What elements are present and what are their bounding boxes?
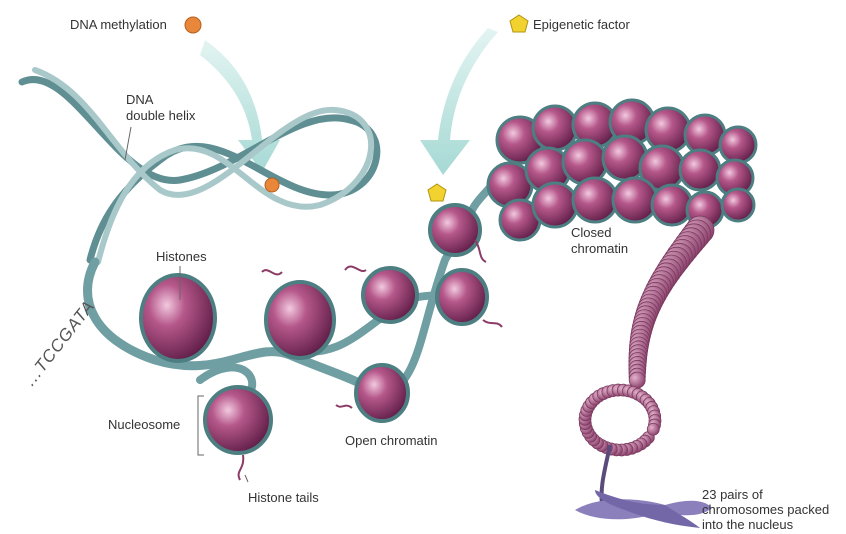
methyl-marker-on-dna: [265, 178, 279, 192]
closed-nucleosome: [720, 127, 756, 163]
label-nucleosome: Nucleosome: [108, 417, 180, 433]
methyl-marker: [185, 17, 201, 33]
open-nucleosomes: [141, 205, 487, 453]
label-dna-double-helix-2: double helix: [126, 108, 195, 124]
label-chromosomes-3: into the nucleus: [702, 517, 793, 533]
label-histones: Histones: [156, 249, 207, 265]
closed-nucleosome: [533, 106, 577, 150]
coil-segment: [647, 423, 659, 435]
epigenetic-marker-on-chromatin: [428, 184, 446, 201]
closed-nucleosome: [533, 183, 577, 227]
label-dna-methylation: DNA methylation: [70, 17, 167, 33]
epigenetic-arrow: [420, 28, 498, 175]
label-chromosomes-1: 23 pairs of: [702, 487, 763, 503]
closed-nucleosome: [722, 189, 754, 221]
label-histone-tails: Histone tails: [248, 490, 319, 506]
label-chromosomes-2: chromosomes packed: [702, 502, 829, 518]
closed-nucleosome: [573, 178, 617, 222]
epigenetic-marker: [510, 15, 528, 32]
closed-chromatin-cluster: [488, 100, 756, 240]
chromatin-fibre-coil: [579, 216, 714, 505]
label-open-chromatin: Open chromatin: [345, 433, 438, 449]
label-epigenetic-factor: Epigenetic factor: [533, 17, 630, 33]
closed-nucleosome: [613, 178, 657, 222]
label-dna-double-helix-1: DNA: [126, 92, 153, 108]
dna-double-helix: [22, 70, 377, 262]
label-closed-chromatin-2: chromatin: [571, 241, 628, 257]
closed-nucleosome: [680, 150, 720, 190]
chromosome: [575, 490, 712, 528]
closed-nucleosome: [652, 185, 692, 225]
label-closed-chromatin-1: Closed: [571, 225, 611, 241]
